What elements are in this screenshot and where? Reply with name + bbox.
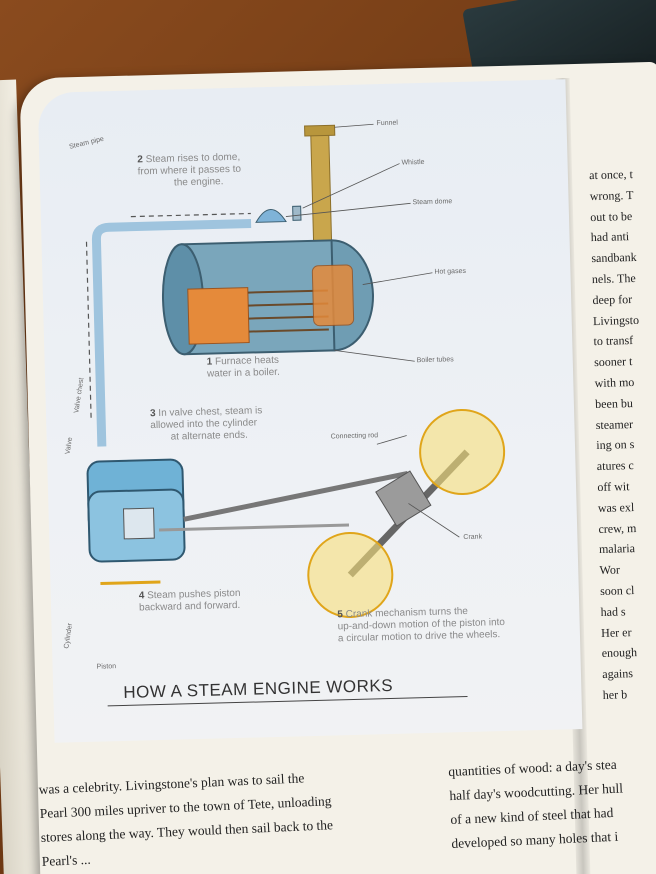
steam-pipe-shape (91, 218, 252, 447)
right-column-line: with mo (594, 374, 635, 391)
steam-dome-shape (255, 208, 287, 223)
label-hot-gases: Hot gases (434, 267, 467, 276)
right-column-line: at once, t (589, 166, 634, 183)
furnace-shape (187, 287, 250, 345)
step-5-text: 5 Crank mechanism turns the up-and-down … (337, 605, 506, 645)
right-column-line: enough (601, 645, 638, 661)
right-column-line: been bu (595, 395, 634, 411)
steam-flow-arrow-down (85, 241, 92, 422)
right-column-line: malaria (598, 541, 636, 557)
step-1-text: 1 Furnace heats water in a boiler. (206, 354, 280, 380)
right-column-line: steamer (595, 416, 634, 432)
whistle-shape (292, 205, 302, 221)
label-connecting-rod: Connecting rod (330, 432, 379, 441)
right-column-line: wrong. T (589, 187, 634, 203)
right-column-line: nels. The (591, 270, 636, 287)
right-column-line: ing on s (596, 437, 635, 453)
step-3-text: 3 In valve chest, steam is allowed into … (149, 405, 263, 443)
steam-engine-diagram (85, 123, 506, 619)
right-column-line: sooner t (593, 354, 633, 370)
step-2-text: 2 Steam rises to dome, from where it pas… (137, 151, 242, 189)
right-column-line: was exl (597, 499, 635, 515)
steam-engine-illustration: Steam pipe Funnel Whistle Steam dome Hot… (37, 79, 583, 743)
label-whistle: Whistle (401, 158, 425, 167)
right-column-line: out to be (590, 208, 633, 224)
label-funnel: Funnel (376, 119, 398, 128)
step-4-text: 4 Steam pushes piston backward and forwa… (138, 587, 241, 614)
steam-flow-arrow (130, 212, 251, 218)
right-column-line: agains (602, 666, 634, 682)
right-column-line: deep for (592, 291, 633, 307)
label-piston: Piston (96, 663, 117, 671)
right-column-line: had s (600, 604, 626, 619)
right-column-line: off wit (597, 479, 630, 494)
bottom-left-line: Pearl's ... (41, 851, 92, 869)
right-column-line: soon cl (599, 583, 635, 598)
wheel-shape (419, 409, 506, 496)
connecting-rod-shape (183, 471, 409, 522)
label-crank: Crank (463, 533, 483, 542)
right-column-line: her b (602, 687, 628, 702)
right-column-line: to transf (593, 333, 634, 349)
right-column-line: Wor (599, 562, 621, 578)
right-column-line: had anti (590, 229, 630, 245)
label-steam-dome: Steam dome (412, 198, 453, 207)
right-column-line: sandbank (591, 250, 637, 266)
label-boiler-tubes: Boiler tubes (416, 356, 454, 365)
right-column-line: crew, m (598, 520, 637, 536)
right-column-line: Livingsto (592, 312, 640, 328)
right-column-line: Her er (600, 624, 632, 640)
right-column-line: atures c (596, 458, 634, 474)
